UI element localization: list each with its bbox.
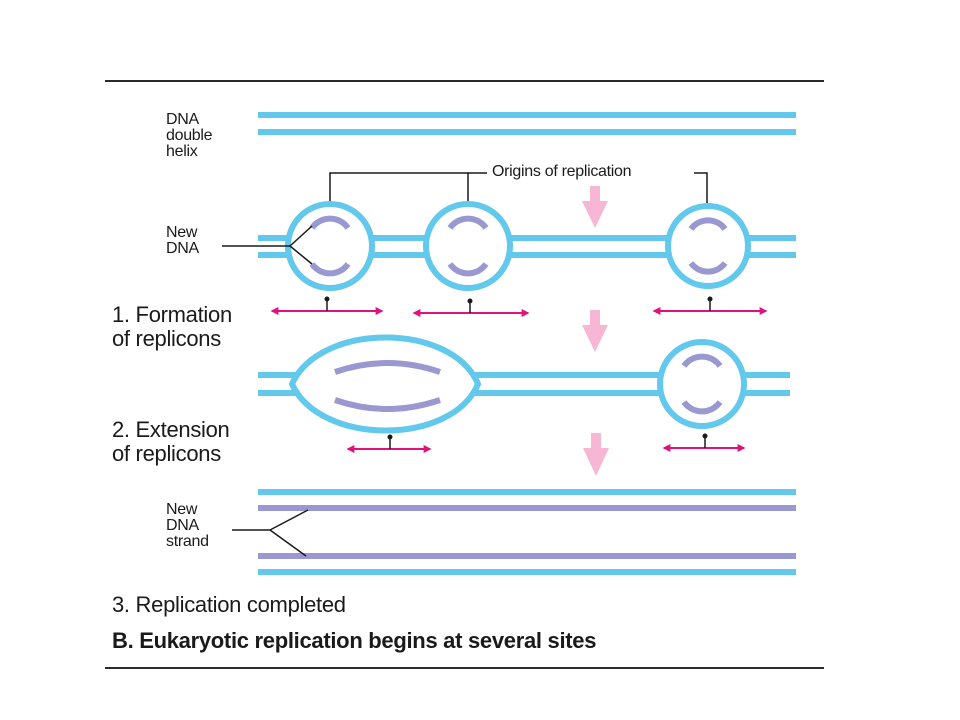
- fork-direction-arrow: [662, 433, 746, 452]
- replication-bubble: [665, 203, 751, 289]
- replication-bubble: [285, 201, 375, 291]
- fork-direction-arrow: [270, 296, 384, 315]
- step-1-label: 1. Formation of replicons: [112, 302, 232, 351]
- origins-bracket: [329, 172, 708, 205]
- replication-bubble: [423, 201, 513, 291]
- step-arrow: [582, 186, 608, 228]
- fork-direction-arrow: [652, 296, 768, 315]
- fork-direction-arrow: [346, 434, 432, 453]
- figure-caption: B. Eukaryotic replication begins at seve…: [112, 628, 597, 653]
- new-dna-strand-label: New DNA strand: [166, 501, 209, 550]
- step-arrow: [583, 433, 609, 476]
- origins-of-replication-label: Origins of replication: [492, 163, 632, 180]
- step-arrow: [582, 310, 608, 352]
- replication-bubble: [657, 339, 747, 429]
- replication-bubble-merged: [288, 334, 482, 434]
- step-2-label: 2. Extension of replicons: [112, 417, 230, 466]
- bottom-rule: [105, 667, 824, 669]
- fork-direction-arrow: [412, 298, 530, 317]
- completed-dna-molecules: [258, 489, 796, 575]
- dna-double-helix: [258, 112, 796, 135]
- new-dna-strand-pointer: [232, 509, 309, 557]
- new-dna-label: New DNA: [166, 224, 199, 257]
- top-rule: [105, 80, 824, 82]
- step-3-label: 3. Replication completed: [112, 592, 346, 617]
- dna-double-helix-label: DNA double helix: [166, 111, 213, 160]
- new-dna-pointer: [222, 225, 313, 265]
